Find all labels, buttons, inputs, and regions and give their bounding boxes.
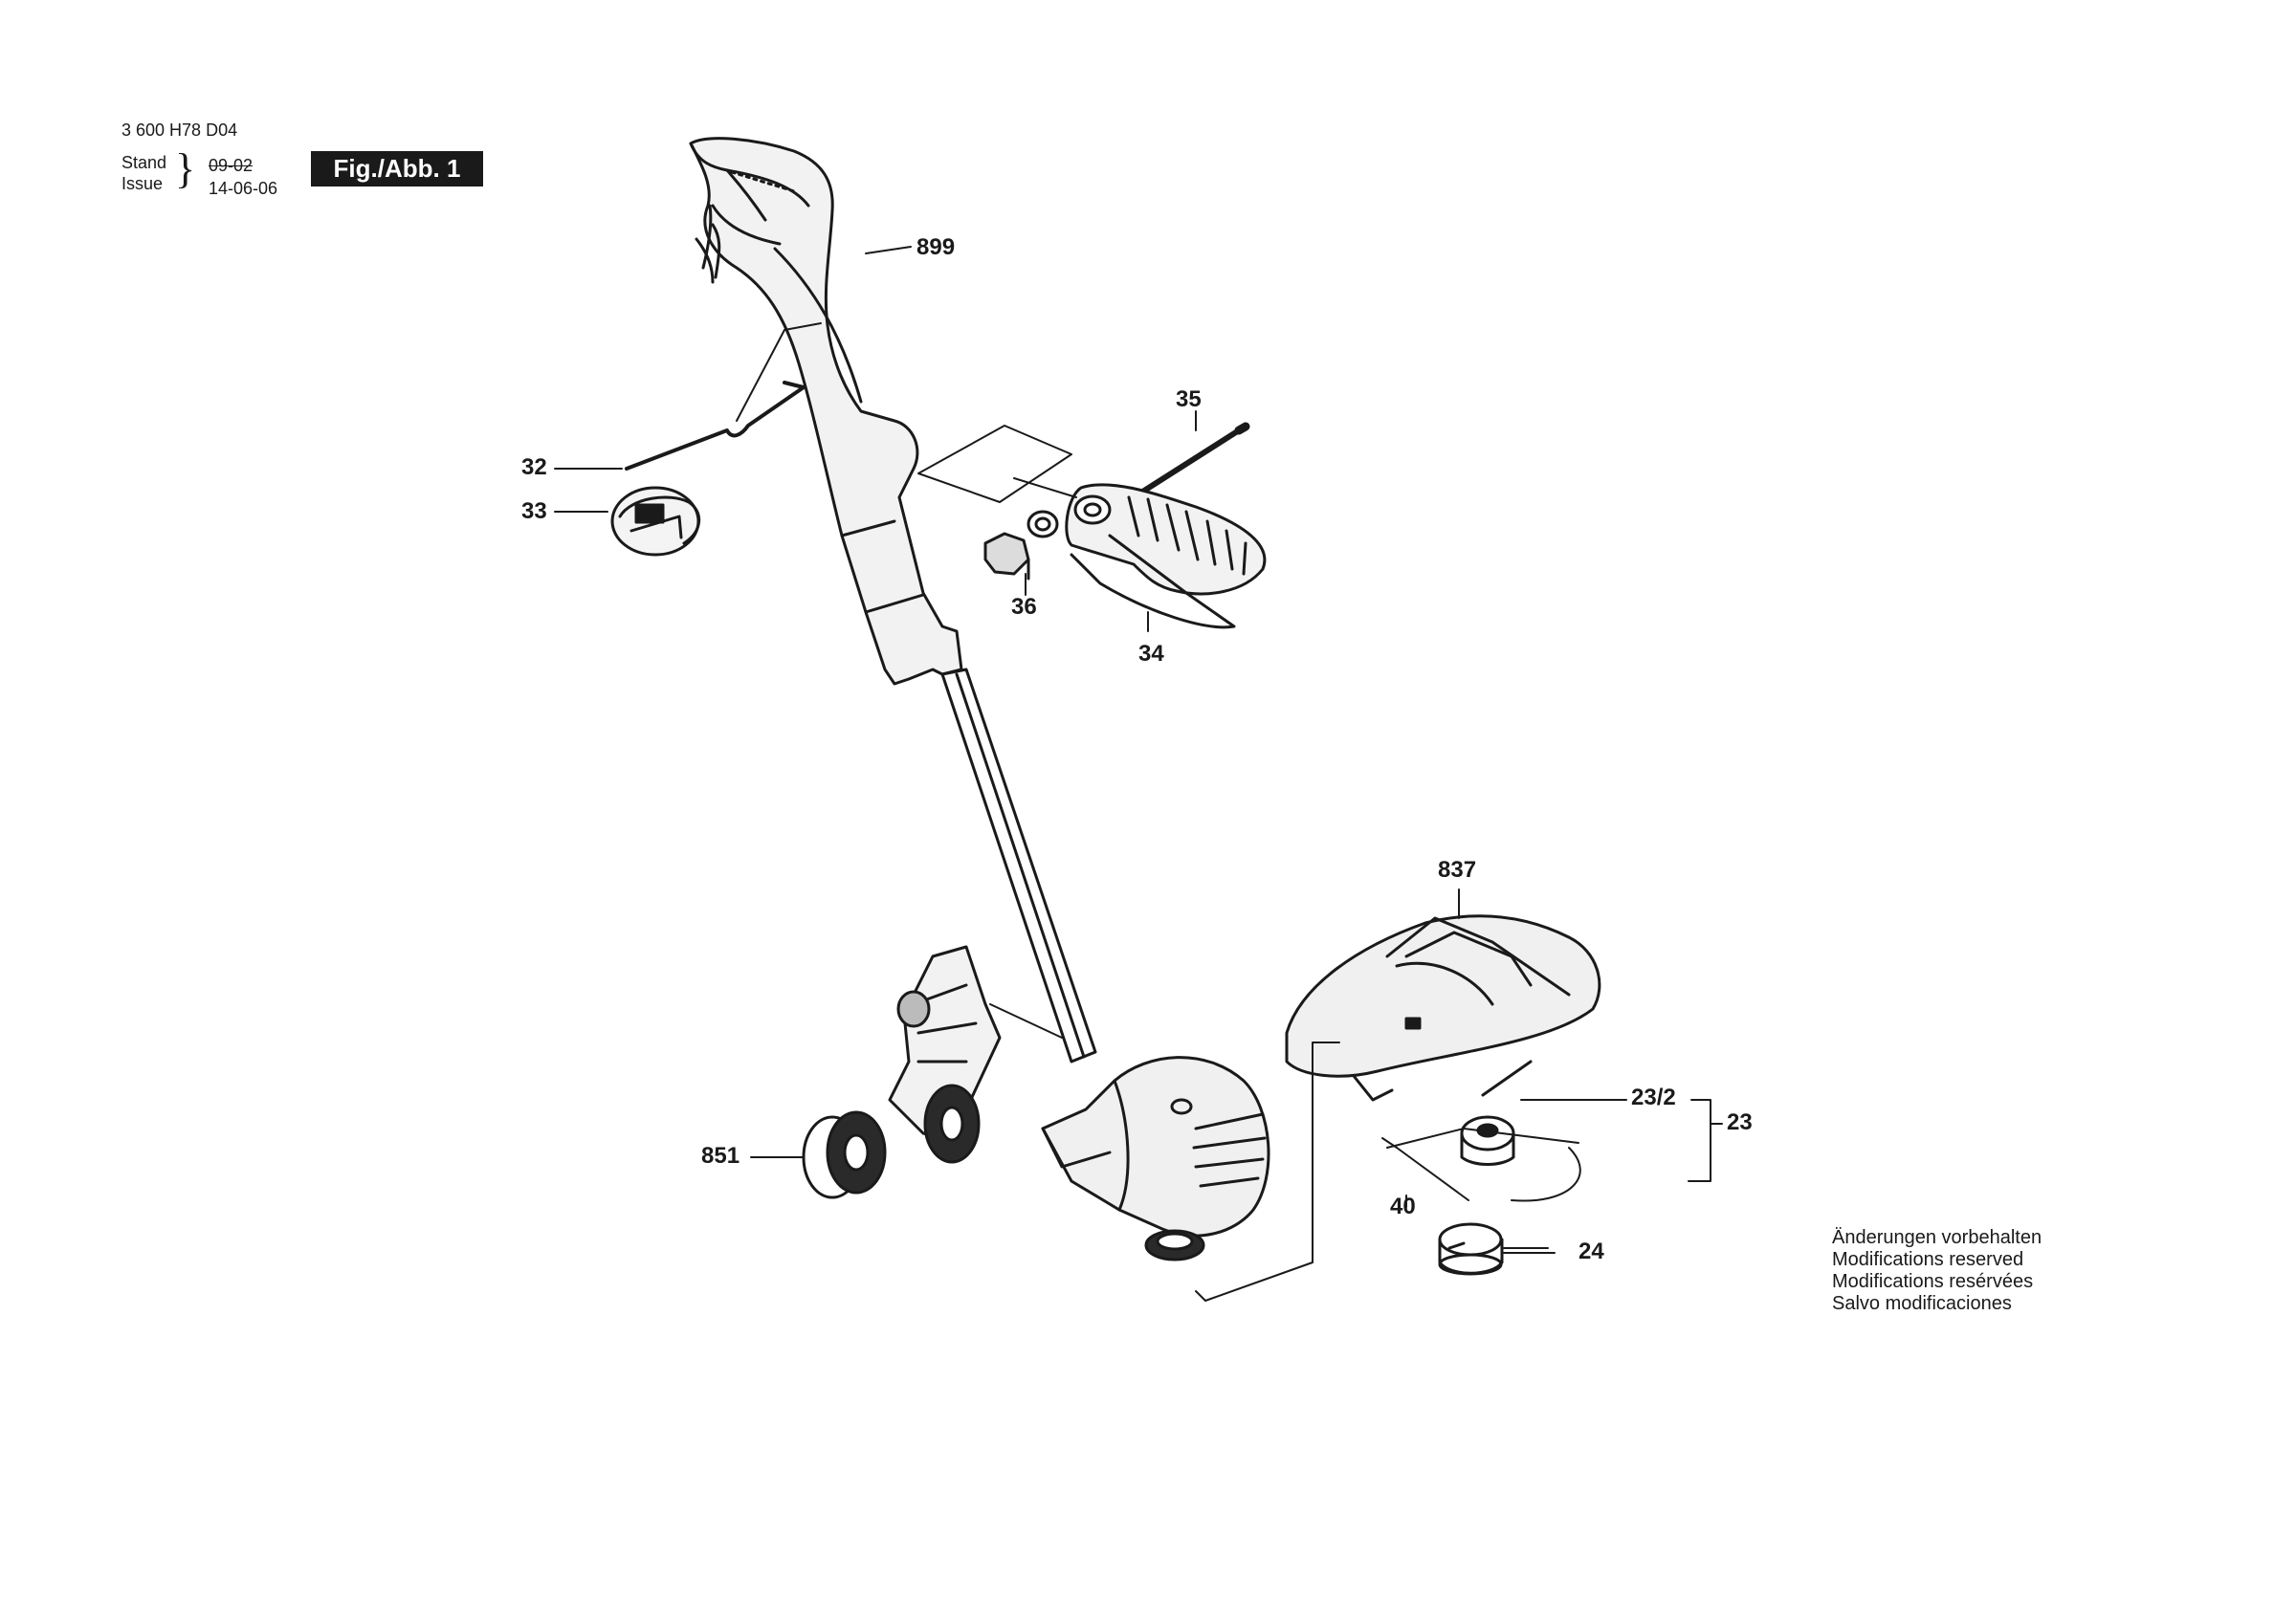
callout-23: 23	[1727, 1109, 1753, 1135]
stand-label: Stand	[121, 153, 167, 172]
note-english: Modifications reserved	[1832, 1249, 2024, 1270]
callout-36: 36	[1011, 594, 1037, 620]
callout-33: 33	[521, 498, 547, 524]
note-german: Änderungen vorbehalten	[1832, 1227, 2042, 1248]
guard-part	[1285, 914, 1601, 1102]
wire-clip-part	[625, 381, 806, 471]
callout-899: 899	[916, 234, 956, 260]
modification-notes: Änderungen vorbehalten Modifications res…	[1832, 1227, 2042, 1315]
spool-part	[1386, 1060, 1581, 1202]
shaft-tube	[940, 668, 1097, 1064]
auxiliary-handle-part	[1065, 483, 1267, 629]
knob-part	[983, 510, 1059, 581]
callout-34: 34	[1138, 641, 1164, 667]
callout-35: 35	[1176, 386, 1202, 412]
issue-date: 14-06-06	[209, 179, 278, 198]
note-spanish: Salvo modificaciones	[1832, 1293, 2012, 1314]
note-french: Modifications resérvées	[1832, 1271, 2034, 1292]
motor-housing-part	[1041, 1056, 1270, 1261]
callout-23-2: 23/2	[1631, 1085, 1676, 1110]
line-cutter-part	[1381, 1137, 1469, 1201]
document-number: 3 600 H78 D04	[121, 121, 238, 140]
callout-32: 32	[521, 454, 547, 480]
callout-40: 40	[1390, 1194, 1416, 1219]
callout-837: 837	[1438, 857, 1477, 883]
callout-851: 851	[701, 1143, 740, 1169]
brace-symbol: }	[175, 145, 196, 192]
spool-cover-part	[1438, 1222, 1504, 1276]
wheel-guide-part	[802, 945, 1002, 1199]
issue-label: Issue	[121, 174, 164, 193]
old-date: 09-02	[209, 156, 254, 175]
cable-clip-part	[610, 486, 701, 557]
upper-handle-part	[689, 137, 963, 686]
figure-label: Fig./Abb. 1	[311, 151, 483, 186]
callout-24: 24	[1578, 1239, 1604, 1264]
screw-part	[1131, 422, 1250, 500]
